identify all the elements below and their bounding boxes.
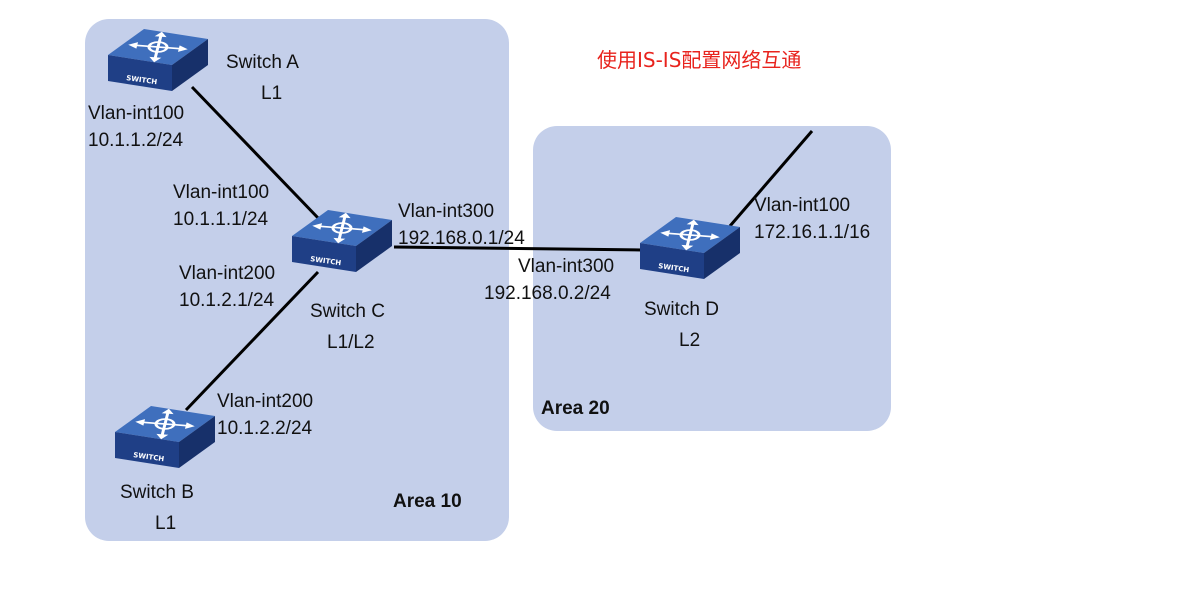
link-a-c — [190, 85, 322, 222]
link-b-c — [184, 270, 320, 412]
if-d-ext-ip: 172.16.1.1/16 — [754, 222, 870, 243]
if-b-name: Vlan-int200 — [217, 391, 313, 412]
switch-b-icon[interactable]: SWITCH — [113, 404, 217, 470]
switch-c-level: L1/L2 — [327, 332, 375, 353]
diagram-title: 使用IS-IS配置网络互通 — [597, 48, 801, 72]
switch-d-name: Switch D — [644, 299, 719, 320]
switch-d-level: L2 — [679, 330, 700, 351]
switch-d-icon[interactable]: SWITCH — [638, 215, 742, 281]
switch-c-name: Switch C — [310, 301, 385, 322]
if-c-b-ip: 10.1.2.1/24 — [179, 290, 275, 311]
switch-b-name: Switch B — [120, 482, 194, 503]
link-c-d — [393, 245, 643, 252]
switch-a-name: Switch A — [226, 52, 299, 73]
if-a-ip: 10.1.1.2/24 — [88, 130, 184, 151]
link-d-external — [728, 130, 814, 227]
if-c-b-name: Vlan-int200 — [179, 263, 275, 284]
if-d-c-ip: 192.168.0.2/24 — [484, 283, 611, 304]
if-b-ip: 10.1.2.2/24 — [217, 418, 313, 439]
area-20-region — [533, 126, 891, 431]
switch-c-icon[interactable]: SWITCH — [290, 208, 394, 274]
area-10-region — [85, 19, 509, 541]
switch-b-level: L1 — [155, 513, 176, 534]
if-c-a-name: Vlan-int100 — [173, 182, 269, 203]
switch-a-icon[interactable]: SWITCH — [106, 27, 210, 93]
if-c-d-name: Vlan-int300 — [398, 201, 494, 222]
if-c-d-ip: 192.168.0.1/24 — [398, 228, 525, 249]
if-a-name: Vlan-int100 — [88, 103, 184, 124]
switch-a-level: L1 — [261, 83, 282, 104]
if-d-ext-name: Vlan-int100 — [754, 195, 850, 216]
area-10-label: Area 10 — [393, 491, 462, 512]
if-c-a-ip: 10.1.1.1/24 — [173, 209, 269, 230]
if-d-c-name: Vlan-int300 — [518, 256, 614, 277]
area-20-label: Area 20 — [541, 398, 610, 419]
